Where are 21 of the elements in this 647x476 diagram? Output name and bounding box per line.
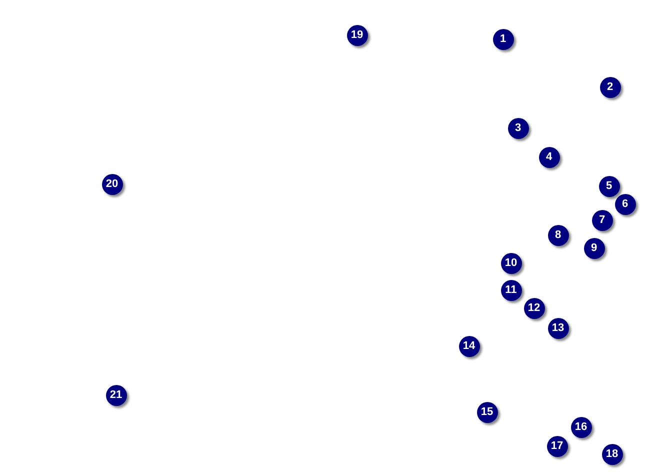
callout-number: 20 — [102, 174, 122, 194]
callout-number: 16 — [570, 416, 592, 438]
callout-number: 6 — [614, 194, 636, 214]
callout-number: 12 — [524, 298, 544, 318]
callout-number: 1 — [492, 28, 514, 50]
callout-number: 18 — [602, 444, 622, 464]
callout-number: 9 — [584, 238, 604, 258]
callout-number: 10 — [500, 252, 522, 274]
callout-number: 19 — [346, 24, 368, 46]
callout-number: 15 — [476, 402, 498, 422]
callout-number: 8 — [548, 224, 568, 246]
callout-number: 7 — [592, 210, 612, 230]
callout-number: 13 — [548, 318, 568, 338]
callout-number: 3 — [508, 118, 528, 138]
callout-number: 17 — [546, 436, 568, 456]
callout-number: 14 — [458, 336, 480, 356]
callout-number: 21 — [106, 384, 126, 406]
callout-number: 11 — [500, 280, 522, 300]
callout-number: 5 — [598, 176, 620, 196]
callout-number: 4 — [538, 146, 560, 168]
callout-number: 2 — [600, 76, 620, 98]
